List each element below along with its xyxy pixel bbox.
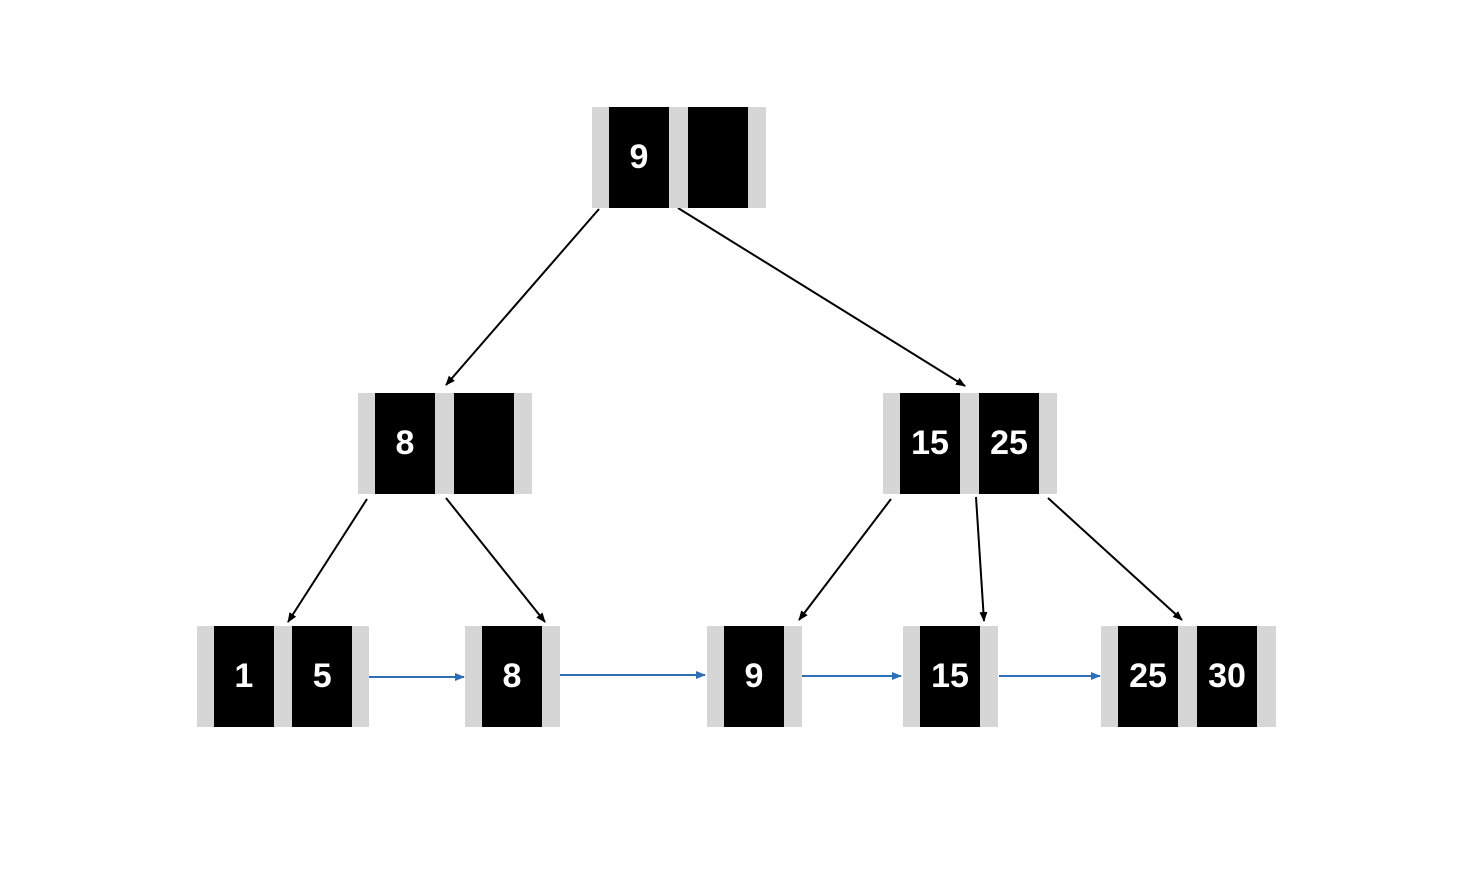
leaf-5-separator: [1178, 626, 1197, 727]
leaf-5-key-1: 25: [1118, 626, 1178, 727]
internal-node-left: 8: [358, 393, 532, 494]
internal-right-separator: [960, 393, 979, 494]
root-key-1: 9: [609, 107, 669, 208]
leaf-3-key-1: 9: [724, 626, 784, 727]
leaf-1-key-2: 5: [292, 626, 352, 727]
leaf-1-key-1: 1: [214, 626, 274, 727]
internal-left-key-1: 8: [375, 393, 435, 494]
root-key-2: [688, 107, 748, 208]
edge-root-to-right: [677, 207, 966, 387]
internal-right-key-2: 25: [979, 393, 1039, 494]
leaf-node-3: 9: [707, 626, 802, 727]
edge-left-to-leaf-2: [445, 497, 546, 623]
internal-left-separator: [435, 393, 454, 494]
leaf-node-1: 1 5: [197, 626, 369, 727]
internal-right-key-1: 15: [900, 393, 960, 494]
internal-node-right: 15 25: [883, 393, 1057, 494]
leaf-5-key-2: 30: [1197, 626, 1257, 727]
edge-right-to-leaf-5: [1047, 497, 1183, 621]
leaf-2-key-1: 8: [482, 626, 542, 727]
leaf-node-4: 15: [903, 626, 998, 727]
leaf-4-key-1: 15: [920, 626, 980, 727]
leaf-node-2: 8: [465, 626, 560, 727]
edge-right-to-leaf-3: [798, 498, 892, 621]
root-node: 9: [592, 107, 766, 208]
internal-left-key-2: [454, 393, 514, 494]
leaf-1-separator: [273, 626, 293, 727]
edge-right-to-leaf-4: [975, 496, 988, 622]
edge-root-to-left: [445, 208, 600, 386]
leaf-node-5: 25 30: [1101, 626, 1276, 727]
root-separator: [669, 107, 688, 208]
edge-left-to-leaf-1: [287, 498, 368, 623]
